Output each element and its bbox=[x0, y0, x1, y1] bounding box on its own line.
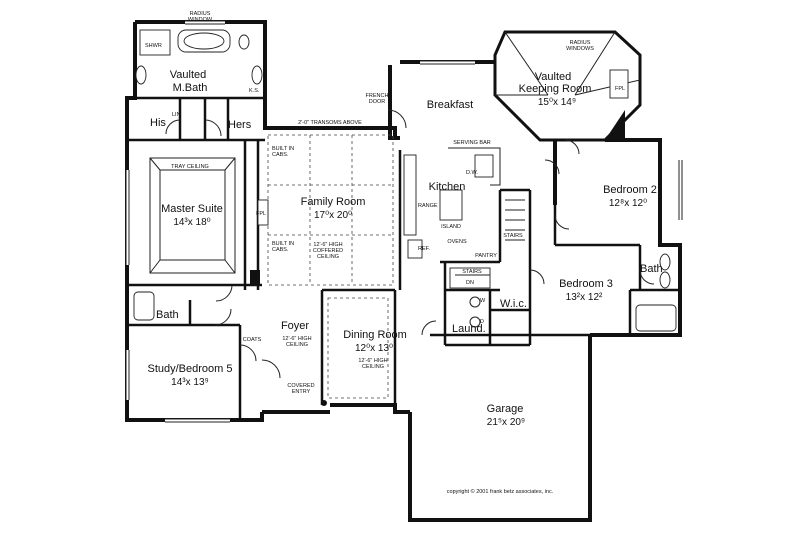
bedroom3-dim: 13²x 12² bbox=[566, 292, 603, 303]
radius-windows-l1: RADIUS bbox=[570, 40, 591, 46]
radius-windows-l2: WINDOWS bbox=[566, 46, 594, 52]
keeping-room-line1: Vaulted bbox=[535, 71, 572, 83]
french-door-l1: FRENCH bbox=[366, 93, 389, 99]
w-label: W bbox=[480, 298, 486, 304]
pantry-label: PANTRY bbox=[475, 253, 497, 259]
ovens-label: OVENS bbox=[447, 239, 467, 245]
coats-label: COATS bbox=[243, 337, 262, 343]
garage-name: Garage bbox=[487, 403, 524, 415]
foyer-ceiling-l1: 12'-6" HIGH bbox=[282, 336, 311, 342]
shwr-label: SHWR bbox=[145, 43, 162, 49]
master-suite-name: Master Suite bbox=[161, 203, 223, 215]
stairs bbox=[455, 199, 525, 276]
exterior-walls bbox=[125, 20, 682, 522]
note-labels: RADIUS WINDOW RADIUS WINDOWS SHWR K.S. L… bbox=[145, 11, 625, 495]
fpl-keeping-label: FPL bbox=[615, 86, 625, 92]
d-label: D bbox=[480, 319, 484, 325]
foyer-label: Foyer bbox=[281, 320, 309, 332]
study-dim: 14³x 13⁹ bbox=[171, 377, 209, 388]
dining-room-ceiling bbox=[327, 297, 389, 399]
coffered-l3: CEILING bbox=[317, 254, 339, 260]
dining-room-dim: 12⁰x 13⁰ bbox=[355, 343, 393, 354]
keeping-room-vault bbox=[495, 31, 641, 96]
built-in-top-l2: CABS. bbox=[272, 152, 289, 158]
vaulted-mbath-line1: Vaulted bbox=[170, 69, 207, 81]
bedroom2-name: Bedroom 2 bbox=[603, 184, 657, 196]
study-name: Study/Bedroom 5 bbox=[148, 363, 233, 375]
breakfast-label: Breakfast bbox=[427, 99, 473, 111]
windows bbox=[125, 20, 683, 423]
doors bbox=[165, 109, 655, 379]
fixtures bbox=[133, 29, 677, 332]
laund-label: Laund. bbox=[452, 323, 486, 335]
bath-left-label: Bath bbox=[156, 309, 179, 321]
room-labels: Vaulted M.Bath His Hers Master Suite 14³… bbox=[148, 69, 663, 428]
tray-ceiling-label: TRAY CEILING bbox=[171, 164, 209, 170]
island-label: ISLAND bbox=[441, 224, 461, 230]
dining-ceiling-l2: CEILING bbox=[362, 364, 384, 370]
built-in-bot-l1: BUILT IN bbox=[272, 241, 294, 247]
range-label: RANGE bbox=[418, 203, 438, 209]
french-door-l2: DOOR bbox=[369, 99, 386, 105]
coffered-l1: 12'-6" HIGH bbox=[313, 242, 342, 248]
stairs-up-label: STAIRS bbox=[503, 233, 523, 239]
garage-dim: 21⁵x 20⁹ bbox=[487, 417, 525, 428]
lin-label: LIN bbox=[172, 112, 181, 118]
coffered-l2: COFFERED bbox=[313, 248, 343, 254]
covered-entry-l2: ENTRY bbox=[292, 389, 311, 395]
radius-window-top-l1: RADIUS bbox=[190, 11, 211, 17]
ks-label: K.S. bbox=[249, 88, 260, 94]
radius-window-top-l2: WINDOW bbox=[188, 17, 213, 23]
corner-fill bbox=[605, 110, 625, 140]
hers-label: Hers bbox=[228, 119, 252, 131]
bath-right-label: Bath bbox=[640, 263, 663, 275]
wic-label: W.i.c. bbox=[500, 298, 527, 310]
column bbox=[321, 400, 327, 406]
dining-ceiling-l1: 12'-6" HIGH bbox=[358, 358, 387, 364]
fpl-family-label: FPL bbox=[256, 211, 266, 217]
transoms-label: 2'-0" TRANSOMS ABOVE bbox=[298, 120, 362, 126]
master-suite-dim: 14³x 18⁰ bbox=[173, 217, 210, 228]
tray-ceiling bbox=[149, 157, 236, 274]
dining-room-name: Dining Room bbox=[343, 329, 407, 341]
stairs-dn-l2: DN bbox=[466, 280, 474, 286]
foyer-ceiling-l2: CEILING bbox=[286, 342, 308, 348]
covered-entry-l1: COVERED bbox=[287, 383, 314, 389]
built-in-bot-l2: CABS. bbox=[272, 247, 289, 253]
bedroom2-dim: 12⁸x 12⁰ bbox=[609, 198, 647, 209]
stairs-dn-l1: STAIRS bbox=[462, 269, 482, 275]
keeping-room-line2: Keeping Room bbox=[519, 83, 592, 95]
fireplace-block bbox=[250, 270, 260, 285]
family-room-dim: 17⁰x 20⁰ bbox=[314, 210, 352, 221]
vaulted-mbath-line2: M.Bath bbox=[173, 82, 208, 94]
his-label: His bbox=[150, 117, 166, 129]
bedroom3-name: Bedroom 3 bbox=[559, 278, 613, 290]
built-in-top-l1: BUILT IN bbox=[272, 146, 294, 152]
copyright-label: copyright © 2001 frank betz associates, … bbox=[447, 488, 554, 495]
family-room-name: Family Room bbox=[301, 196, 366, 208]
ref-label: REF. bbox=[418, 246, 430, 252]
keeping-room-dim: 15⁰x 14⁹ bbox=[538, 97, 576, 108]
kitchen-label: Kitchen bbox=[429, 181, 466, 193]
dw-label: D.W. bbox=[466, 170, 478, 176]
serving-bar-label: SERVING BAR bbox=[453, 140, 491, 146]
